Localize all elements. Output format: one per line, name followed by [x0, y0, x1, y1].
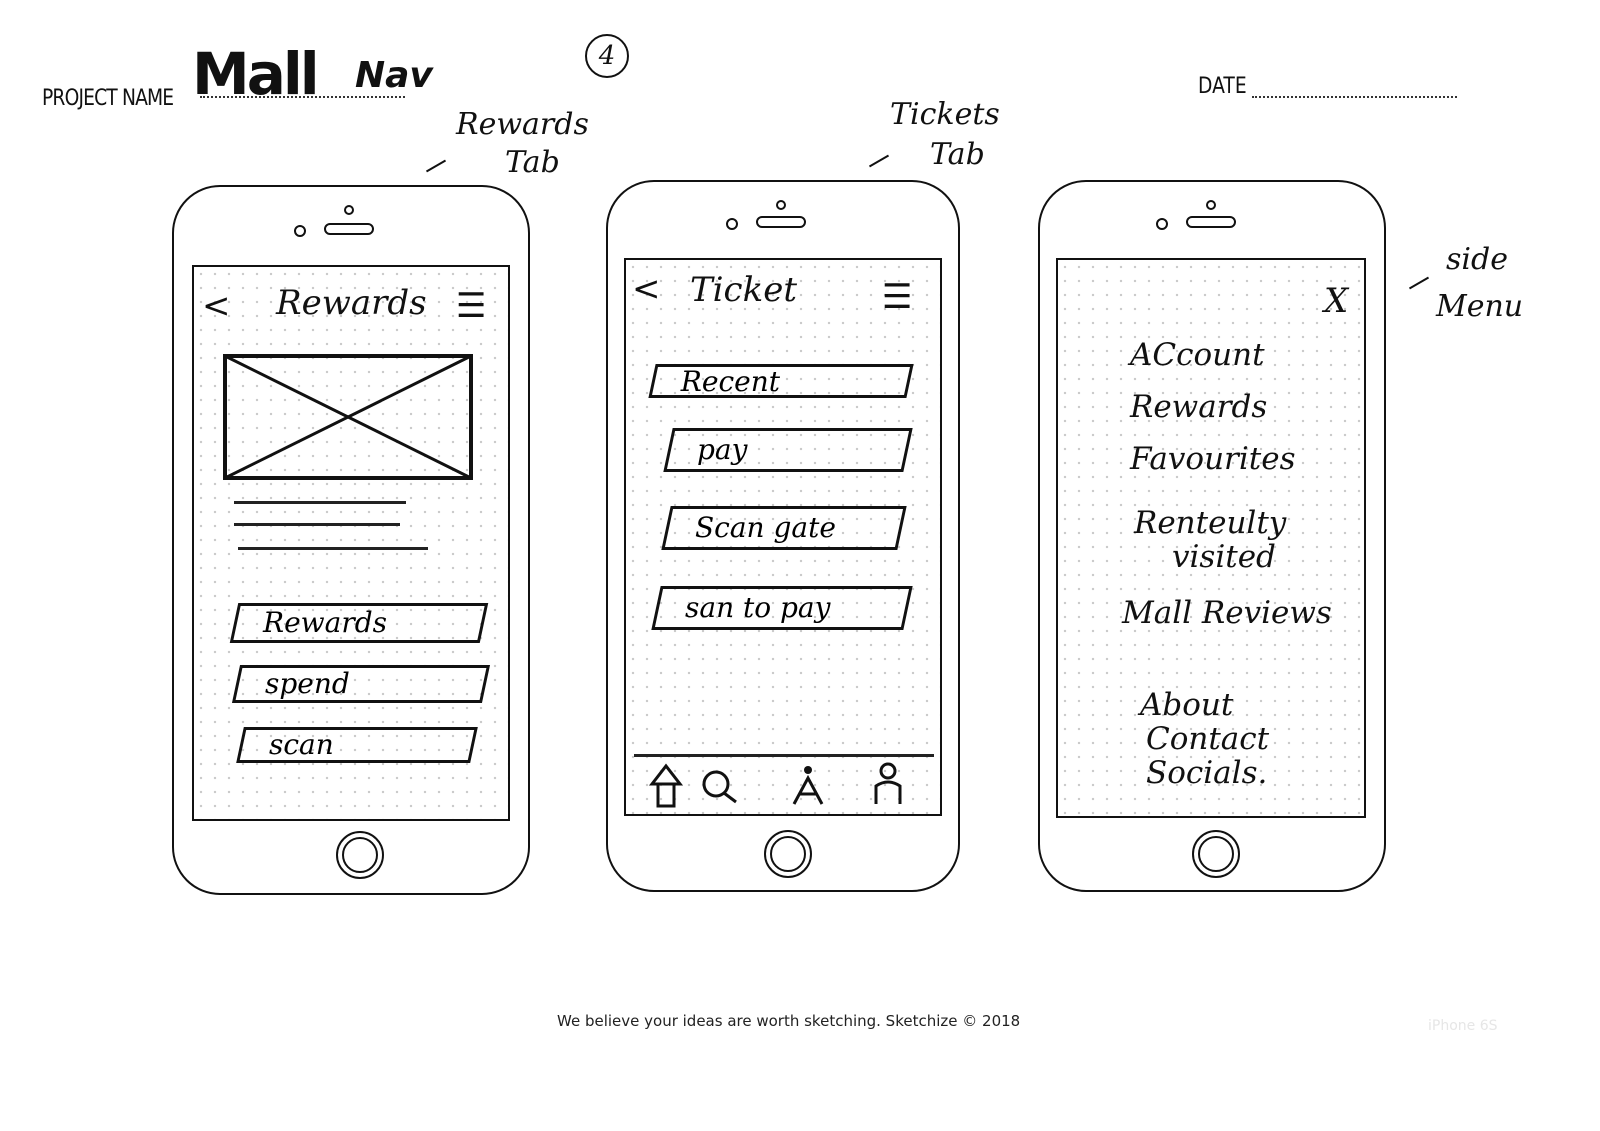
phone-camera	[726, 218, 738, 230]
menu-item-contact[interactable]: Contact	[1146, 721, 1270, 757]
rewards-button[interactable]: Rewards	[229, 603, 489, 643]
phone-speaker	[1186, 216, 1236, 228]
close-icon[interactable]: X	[1324, 281, 1349, 321]
phone-frame-rewards: < Rewards ☰ Rewards spend scan	[172, 185, 530, 895]
page-number: 4	[585, 34, 629, 78]
annotation-rewards-line1: Rewards	[456, 107, 589, 142]
menu-item-rewards[interactable]: Rewards	[1130, 389, 1268, 425]
annotation-side-line2: Menu	[1436, 289, 1524, 324]
scan-to-pay-button[interactable]: san to pay	[651, 586, 913, 630]
home-icon[interactable]	[648, 762, 684, 808]
device-model-label: iPhone 6S	[1428, 1018, 1498, 1034]
text-line-placeholder	[234, 501, 406, 504]
annotation-tickets-line2: Tab	[930, 137, 985, 172]
image-placeholder	[223, 354, 473, 480]
phone-speaker	[756, 216, 806, 228]
recent-button[interactable]: Recent	[648, 364, 914, 398]
phone-home-button	[764, 830, 812, 878]
profile-icon[interactable]	[870, 762, 906, 806]
phone-camera	[294, 225, 306, 237]
menu-item-about[interactable]: About	[1140, 687, 1234, 723]
screen-rewards: < Rewards ☰ Rewards spend scan	[192, 265, 510, 821]
menu-item-account[interactable]: ACcount	[1130, 337, 1265, 373]
project-name-label: PROJECT NAME	[42, 86, 174, 111]
annotation-dash	[1408, 276, 1430, 290]
phone-home-button	[1192, 830, 1240, 878]
spend-button[interactable]: spend	[231, 665, 491, 703]
page-title: Rewards	[276, 283, 427, 323]
menu-item-visited[interactable]: visited	[1172, 539, 1276, 575]
date-underline	[1252, 96, 1457, 98]
date-label: DATE	[1198, 74, 1247, 99]
menu-item-favourites[interactable]: Favourites	[1130, 441, 1296, 477]
annotation-dash	[868, 154, 890, 168]
phone-home-button	[336, 831, 384, 879]
menu-item-mall-reviews[interactable]: Mall Reviews	[1122, 595, 1332, 631]
tab-bar-divider	[634, 754, 934, 757]
scan-gate-button[interactable]: Scan gate	[661, 506, 907, 550]
phone-camera	[1156, 218, 1168, 230]
footer-text: We believe your ideas are worth sketchin…	[557, 1012, 1021, 1030]
annotation-dash	[425, 159, 447, 173]
project-name-value-2: Nav	[355, 55, 433, 96]
page-title: Ticket	[690, 270, 797, 310]
back-arrow-icon[interactable]: <	[632, 269, 661, 309]
menu-item-recently[interactable]: Renteulty	[1134, 505, 1287, 541]
project-name-underline	[200, 96, 405, 98]
phone-sensor	[344, 205, 354, 215]
back-arrow-icon[interactable]: <	[202, 286, 231, 326]
search-icon[interactable]	[700, 768, 740, 806]
user-icon[interactable]	[790, 764, 826, 806]
phone-sensor	[776, 200, 786, 210]
text-line-placeholder	[234, 523, 400, 526]
phone-frame-side-menu: X ACcount Rewards Favourites Renteulty v…	[1038, 180, 1386, 892]
hamburger-menu-icon[interactable]: ☰	[456, 286, 487, 326]
scan-button[interactable]: scan	[236, 727, 478, 763]
annotation-side-line1: side	[1446, 242, 1508, 277]
phone-sensor	[1206, 200, 1216, 210]
menu-item-socials[interactable]: Socials.	[1146, 755, 1268, 791]
phone-speaker	[324, 223, 374, 235]
pay-button[interactable]: pay	[663, 428, 913, 472]
text-line-placeholder	[238, 547, 428, 550]
screen-ticket: < Ticket ☰ Recent pay Scan gate san to p…	[624, 258, 942, 816]
phone-frame-ticket: < Ticket ☰ Recent pay Scan gate san to p…	[606, 180, 960, 892]
hamburger-menu-icon[interactable]: ☰	[882, 277, 913, 317]
screen-side-menu: X ACcount Rewards Favourites Renteulty v…	[1056, 258, 1366, 818]
annotation-rewards-line2: Tab	[505, 145, 560, 180]
annotation-tickets-line1: Tickets	[890, 97, 1000, 132]
